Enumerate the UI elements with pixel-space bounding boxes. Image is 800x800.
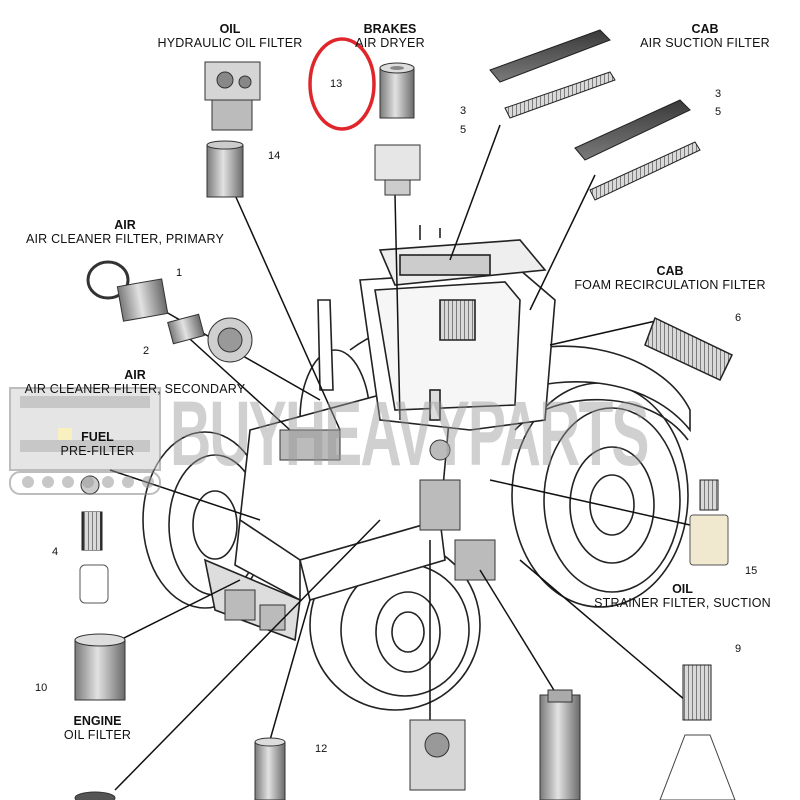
label-cab-foam: CAB FOAM RECIRCULATION FILTER <box>560 264 780 292</box>
label-category: BRAKES <box>363 22 417 36</box>
label-name: AIR CLEANER FILTER, PRIMARY <box>25 232 225 246</box>
callout-10: 10 <box>35 682 48 694</box>
callout-9: 9 <box>735 643 742 655</box>
label-name: AIR CLEANER FILTER, SECONDARY <box>24 382 246 396</box>
callout-4: 4 <box>52 546 59 558</box>
air-dryer-valve <box>374 144 421 196</box>
callout-13: 13 <box>330 78 343 90</box>
highlight-circle <box>308 37 376 131</box>
label-category: ENGINE <box>73 714 122 728</box>
callout-3a: 3 <box>460 105 467 117</box>
label-air-cleaner-secondary: AIR AIR CLEANER FILTER, SECONDARY <box>5 368 265 396</box>
label-name: AIR DRYER <box>355 36 425 50</box>
callout-5a: 5 <box>460 124 467 136</box>
label-fuel-prefilter: FUEL PRE-FILTER <box>50 430 145 458</box>
watermark-logo <box>9 387 161 495</box>
bottom-left-filter <box>74 791 116 800</box>
label-engine-oil-filter: ENGINE OIL FILTER <box>40 714 155 742</box>
hydraulic-filter-cartridge <box>206 140 244 198</box>
bottom-right-assembly <box>539 689 581 800</box>
callout-6: 6 <box>735 312 742 324</box>
label-air-cleaner-primary: AIR AIR CLEANER FILTER, PRIMARY <box>10 218 240 246</box>
label-name: AIR SUCTION FILTER <box>640 36 770 50</box>
label-name: PRE-FILTER <box>60 444 135 458</box>
label-category: FUEL <box>81 430 114 444</box>
label-cab-air-suction: CAB AIR SUCTION FILTER <box>620 22 790 50</box>
exhaust-stack <box>317 299 334 391</box>
label-category: CAB <box>656 264 684 278</box>
label-hydraulic-oil-filter: OIL HYDRAULIC OIL FILTER <box>140 22 320 50</box>
label-oil-strainer: OIL STRAINER FILTER, SUCTION <box>580 582 785 610</box>
foam-recirculation-filter <box>644 316 734 381</box>
callout-14: 14 <box>268 150 281 162</box>
label-category: AIR <box>114 218 136 232</box>
tractor-illustration <box>142 225 691 711</box>
cab-air-filter-lower <box>574 99 701 201</box>
suction-strainer <box>689 479 729 566</box>
label-air-dryer: BRAKES AIR DRYER <box>340 22 440 50</box>
watermark-text: BUYHEAVYPARTS <box>170 383 649 485</box>
label-category: AIR <box>124 368 146 382</box>
cab <box>359 225 556 431</box>
label-category: OIL <box>672 582 693 596</box>
secondary-air-cleaner <box>167 313 253 363</box>
callout-15: 15 <box>745 565 758 577</box>
hydraulic-filter-head <box>204 61 261 131</box>
filter-12 <box>254 737 286 800</box>
label-category: CAB <box>691 22 719 36</box>
label-name: HYDRAULIC OIL FILTER <box>157 36 303 50</box>
label-name: OIL FILTER <box>63 728 132 742</box>
callout-1: 1 <box>176 267 183 279</box>
engine-oil-filter <box>74 633 126 701</box>
bottom-center-assembly <box>409 719 466 791</box>
front-right-wheel <box>309 539 481 711</box>
strainer-filter <box>659 664 736 800</box>
callout-2: 2 <box>143 345 150 357</box>
primary-air-cleaner <box>86 260 169 322</box>
callout-5b: 5 <box>715 106 722 118</box>
label-category: OIL <box>219 22 241 36</box>
cab-air-filter-upper <box>489 29 616 119</box>
label-name: STRAINER FILTER, SUCTION <box>594 596 771 610</box>
label-name: FOAM RECIRCULATION FILTER <box>574 278 766 292</box>
callout-12: 12 <box>315 743 328 755</box>
callout-3b: 3 <box>715 88 722 100</box>
air-dryer-cartridge <box>379 62 415 119</box>
fuel-prefilter <box>79 475 109 604</box>
